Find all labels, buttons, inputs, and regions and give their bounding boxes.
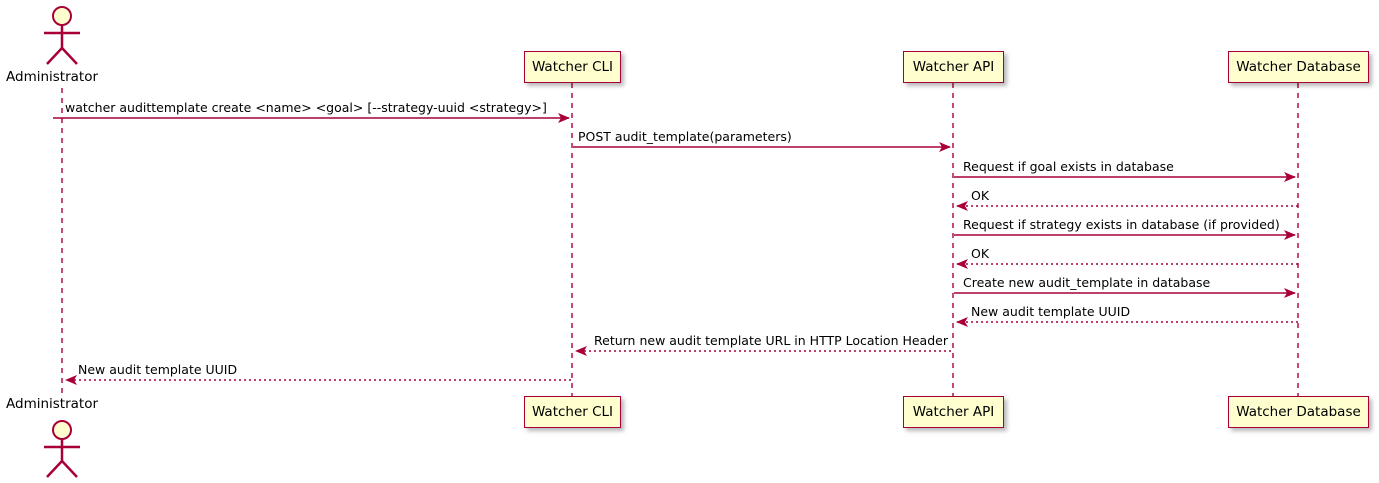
participant-box-watcher-database-top[interactable]: Watcher Database <box>1228 51 1369 83</box>
participant-label-watcher-api-top: Watcher API <box>912 59 995 75</box>
message-label-10: New audit template UUID <box>78 362 238 377</box>
actor-label-administrator-top: Administrator <box>6 69 99 85</box>
message-label-2: POST audit_template(parameters) <box>578 129 792 144</box>
participant-label-watcher-api-bottom: Watcher API <box>912 404 995 420</box>
actor-label-administrator-bottom: Administrator <box>6 396 99 412</box>
message-label-9: Return new audit template URL in HTTP Lo… <box>594 333 948 348</box>
participant-label-watcher-cli-bottom: Watcher CLI <box>531 404 614 420</box>
participant-box-watcher-cli-top[interactable]: Watcher CLI <box>524 51 621 83</box>
participant-label-watcher-database-bottom: Watcher Database <box>1236 404 1361 420</box>
participant-label-watcher-database-top: Watcher Database <box>1236 59 1361 75</box>
lifelines <box>61 83 1299 396</box>
message-label-4: OK <box>971 188 990 203</box>
message-label-6: OK <box>971 246 990 261</box>
participant-box-watcher-api-bottom[interactable]: Watcher API <box>903 396 1004 428</box>
message-label-1: watcher audittemplate create <name> <goa… <box>65 100 547 115</box>
message-label-8: New audit template UUID <box>971 304 1131 319</box>
message-label-5: Request if strategy exists in database (… <box>963 217 1280 232</box>
participant-box-watcher-api-top[interactable]: Watcher API <box>903 51 1004 83</box>
participant-box-watcher-database-bottom[interactable]: Watcher Database <box>1228 396 1369 428</box>
actor-administrator-top <box>44 6 80 65</box>
participant-label-watcher-cli-top: Watcher CLI <box>531 59 614 75</box>
message-arrows <box>53 113 1298 385</box>
message-label-7: Create new audit_template in database <box>963 275 1211 290</box>
actor-administrator-bottom <box>44 420 80 478</box>
message-label-3: Request if goal exists in database <box>963 159 1174 174</box>
participant-box-watcher-cli-bottom[interactable]: Watcher CLI <box>524 396 621 428</box>
